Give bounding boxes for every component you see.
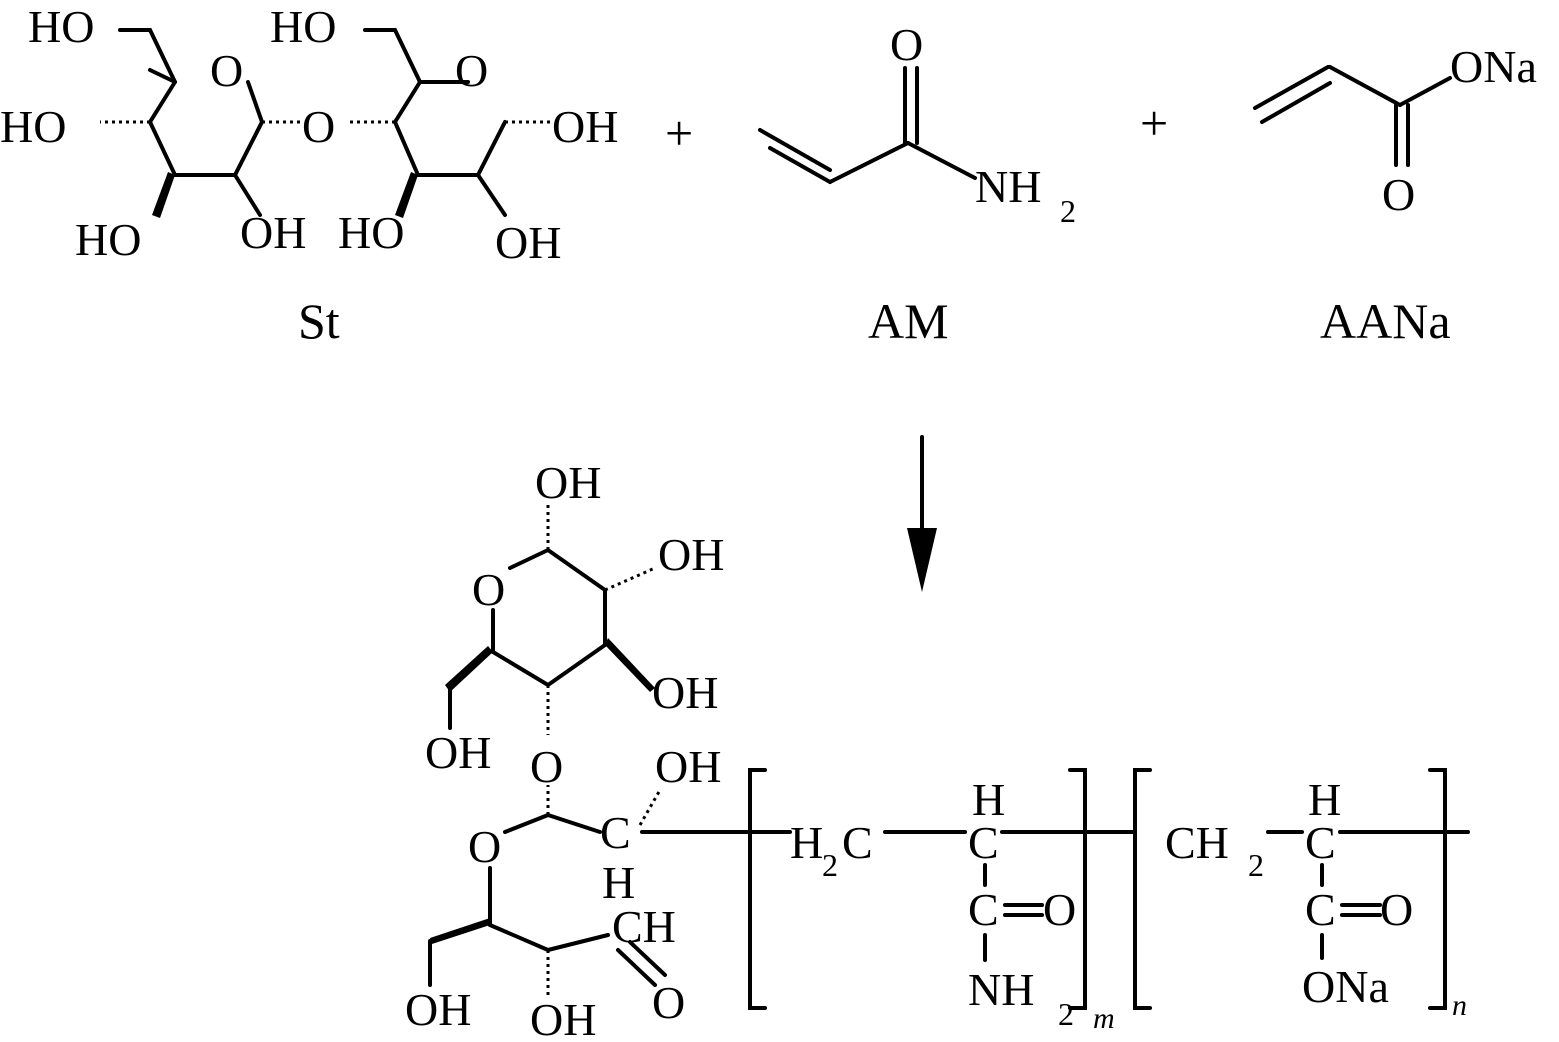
am-subscript-2: 2 [1060, 193, 1076, 229]
starch-oh-label: OH [495, 217, 561, 268]
starch-ho-label: HO [338, 207, 404, 258]
product-oh-label: OH [652, 667, 718, 718]
starch-ho-label: HO [270, 1, 336, 52]
starch-structure: HO O HO O HO OH HO O HO OH OH St [0, 1, 618, 349]
am-unit-c-label: C [968, 817, 999, 868]
am-carbonyl-o-label: O [890, 19, 923, 70]
product-h-label: H [602, 857, 635, 908]
product-oh-label: OH [658, 529, 724, 580]
am-unit-nh-label: NH [968, 964, 1034, 1015]
aana-unit-c-label: C [1305, 817, 1336, 868]
starch-ring-o-label: O [210, 45, 243, 96]
starch-ho-label: HO [28, 1, 94, 52]
product-bridge-o-label: O [530, 741, 563, 792]
starch-oh-label: OH [552, 101, 618, 152]
am-unit-subscript-2: 2 [1058, 996, 1074, 1032]
repeat-index-m: m [1093, 1002, 1115, 1035]
product-oh-label: OH [655, 741, 721, 792]
aana-unit-subscript-2: 2 [1248, 847, 1264, 883]
starch-bridge-o-label: O [302, 101, 335, 152]
aana-unit-ona-label: ONa [1302, 961, 1389, 1012]
product-ring-o-label: O [472, 564, 505, 615]
product-c-label: C [600, 807, 631, 858]
aana-unit-ch-label: CH [1165, 817, 1229, 868]
sodium-acrylate-structure: ONa O AANa [1253, 41, 1537, 349]
repeat-index-n: n [1452, 989, 1467, 1022]
product-ch-label: CH [612, 901, 676, 952]
reaction-arrow [907, 435, 937, 592]
ch2-c-label: C [842, 817, 873, 868]
acrylamide-structure: O NH 2 AM [758, 19, 1076, 349]
product-oh-label: OH [530, 994, 596, 1042]
aana-unit-h-label: H [1308, 774, 1341, 825]
acrylamide-label: AM [868, 293, 949, 349]
starch-ring-o-label: O [455, 45, 488, 96]
plus-sign: + [1140, 95, 1168, 151]
aana-carbonyl-o-label: O [1382, 169, 1415, 220]
am-unit-carbonyl-c-label: C [968, 884, 999, 935]
aana-ona-label: ONa [1450, 41, 1537, 92]
starch-ho-label: HO [75, 214, 141, 265]
ch2-h-label: H [790, 817, 823, 868]
ch2-subscript-2: 2 [822, 847, 838, 883]
am-nh-label: NH [975, 161, 1041, 212]
starch-label: St [298, 293, 340, 349]
aana-unit-carbonyl-c-label: C [1305, 884, 1336, 935]
product-aldehyde-o-label: O [652, 977, 685, 1028]
sodium-acrylate-label: AANa [1320, 293, 1451, 349]
product-structure: OH OH O OH OH O OH O C H CH O OH OH H 2 … [405, 457, 1470, 1042]
starch-oh-label: OH [240, 207, 306, 258]
plus-sign: + [665, 105, 693, 161]
starch-ho-label: HO [0, 101, 66, 152]
am-unit-h-label: H [972, 774, 1005, 825]
product-oh-label: OH [535, 457, 601, 508]
product-oh-label: OH [425, 727, 491, 778]
am-unit-carbonyl-o-label: O [1043, 884, 1076, 935]
aana-unit-carbonyl-o-label: O [1380, 884, 1413, 935]
product-ring-o-label: O [468, 821, 501, 872]
product-oh-label: OH [405, 984, 471, 1035]
